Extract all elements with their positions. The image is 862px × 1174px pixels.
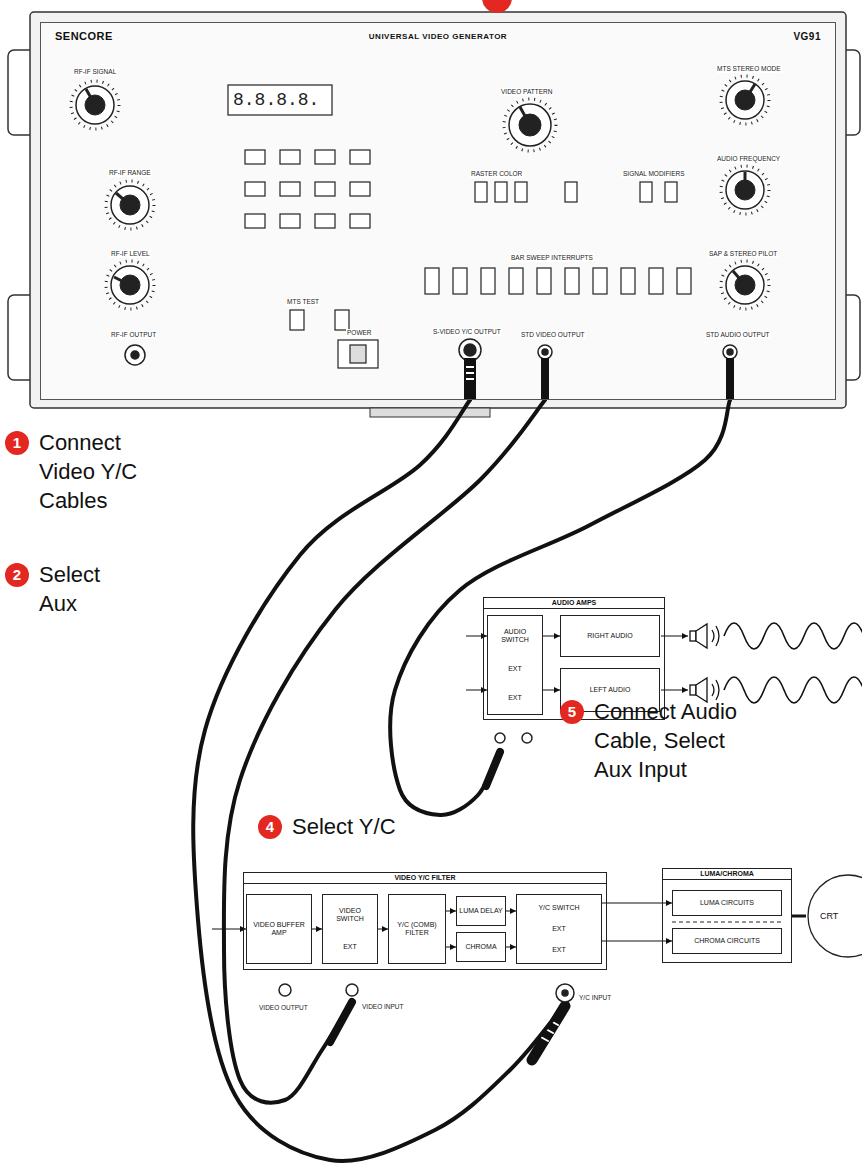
signal-arrow <box>792 915 806 918</box>
control-label: MTS TEST <box>286 298 320 306</box>
jack-label: S-VIDEO Y/C OUTPUT <box>432 328 502 336</box>
callout-text: Connect Video Y/C Cables <box>39 428 157 515</box>
panel-title: UNIVERSAL VIDEO GENERATOR <box>41 32 835 41</box>
luma-chroma-block: LUMA/CHROMA LUMA CIRCUITS CHROMA CIRCUITS <box>662 868 792 963</box>
amp-block: RIGHT AUDIO <box>560 615 660 657</box>
block-name: LUMA DELAY <box>459 907 502 915</box>
callout-number: 4 <box>258 815 282 839</box>
switch-block: AUDIO SWITCH EXT EXT <box>487 615 543 715</box>
divider-line <box>672 922 782 923</box>
control-label: AUDIO FREQUENCY <box>716 155 781 163</box>
callout-text: Select Aux <box>39 560 124 618</box>
block-title: VIDEO Y/C FILTER <box>244 873 606 884</box>
chroma-block: CHROMA <box>456 932 506 962</box>
control-label: RF-IF OUTPUT <box>110 331 157 339</box>
control-label: VIDEO PATTERN <box>500 88 553 96</box>
callout: 2 Select Aux <box>5 560 135 618</box>
signal-arrow <box>312 929 322 930</box>
block-name: AUDIO SWITCH <box>490 628 540 644</box>
switch-block: VIDEO SWITCH EXT <box>322 894 378 964</box>
block-name: LEFT AUDIO <box>590 686 631 694</box>
signal-arrow <box>506 947 516 948</box>
control-label: MTS STEREO MODE <box>716 65 782 73</box>
cable-plug <box>464 358 734 400</box>
sound-wave <box>724 623 862 703</box>
control-label: RF-IF LEVEL <box>110 250 151 258</box>
callout: 1 Connect Video Y/C Cables <box>5 428 170 515</box>
crt-outline <box>808 875 862 957</box>
block-name: CHROMA CIRCUITS <box>694 937 760 945</box>
jack-label: STD AUDIO OUTPUT <box>705 331 771 339</box>
switch-position: EXT <box>508 694 522 702</box>
block-name: VIDEO BUFFER AMP <box>249 921 309 937</box>
circuit-block: LUMA CIRCUITS <box>672 890 782 916</box>
signal-arrow <box>378 929 388 930</box>
callout-number: 2 <box>5 563 29 587</box>
switch-position: EXT <box>552 946 566 954</box>
filter-block: Y/C (COMB) FILTER <box>388 894 446 964</box>
control-label: RF-IF SIGNAL <box>73 68 117 76</box>
switch-position: EXT <box>552 925 566 933</box>
signal-arrow <box>543 636 560 637</box>
block-name: CHROMA <box>465 943 496 951</box>
panel-jack <box>125 339 737 365</box>
generator-panel: SENCOREUNIVERSAL VIDEO GENERATORVG91 <box>40 22 836 400</box>
callout-text: Connect Audio Cable, Select Aux Input <box>594 697 754 784</box>
block-name: RIGHT AUDIO <box>587 632 632 640</box>
panel-title: VG91 <box>793 31 821 42</box>
switch-position: EXT <box>508 665 522 673</box>
switch-block: Y/C SWITCH EXT EXT <box>516 894 602 964</box>
knob <box>71 76 769 309</box>
buffer-block: VIDEO BUFFER AMP <box>246 894 312 964</box>
cable <box>193 400 565 1161</box>
crt-tube: CRT <box>806 873 862 959</box>
jack-label: VIDEO INPUT <box>361 1003 405 1011</box>
cable <box>224 400 545 1103</box>
signal-arrow <box>446 911 456 912</box>
callout-number: 5 <box>560 700 584 724</box>
jack-label: Y/C INPUT <box>578 994 612 1002</box>
callout-text: Select Y/C <box>292 812 427 841</box>
speaker <box>690 624 719 702</box>
switch-position: EXT <box>343 943 357 951</box>
callout-number: 1 <box>5 431 29 455</box>
control-label: RF-IF RANGE <box>108 169 152 177</box>
signal-arrow <box>446 947 456 948</box>
control-label: POWER <box>346 329 373 337</box>
crt-label: CRT <box>820 911 838 921</box>
block-title: AUDIO AMPS <box>484 598 664 609</box>
jack-label: VIDEO OUTPUT <box>258 1004 309 1012</box>
block-name: VIDEO SWITCH <box>325 907 375 923</box>
callout: 4 Select Y/C <box>258 812 433 841</box>
control-label: SIGNAL MODIFIERS <box>622 170 686 178</box>
panel-title: SENCORE <box>55 30 113 42</box>
callout: 5 Connect Audio Cable, Select Aux Input <box>560 697 760 784</box>
generator-housing <box>8 0 860 417</box>
control-label: SAP & STEREO PILOT <box>708 250 778 258</box>
signal-arrow <box>506 911 516 912</box>
circuit-block: CHROMA CIRCUITS <box>672 928 782 954</box>
block-title: LUMA/CHROMA <box>663 869 791 880</box>
control-label: BAR SWEEP INTERRUPTS <box>510 254 594 262</box>
block-name: LUMA CIRCUITS <box>700 899 754 907</box>
signal-arrow <box>543 690 560 691</box>
video-filter-block: VIDEO Y/C FILTER VIDEO BUFFER AMP VIDEO SW… <box>243 872 607 970</box>
delay-block: LUMA DELAY <box>456 896 506 926</box>
signal-line <box>212 636 688 929</box>
jack-label: STD VIDEO OUTPUT <box>520 331 586 339</box>
display-readout: 8.8.8.8. <box>232 90 320 110</box>
block-name: Y/C SWITCH <box>538 904 579 912</box>
block-name: Y/C (COMB) FILTER <box>391 921 443 937</box>
control-label: RASTER COLOR <box>470 170 523 178</box>
panel-controls <box>228 85 691 368</box>
